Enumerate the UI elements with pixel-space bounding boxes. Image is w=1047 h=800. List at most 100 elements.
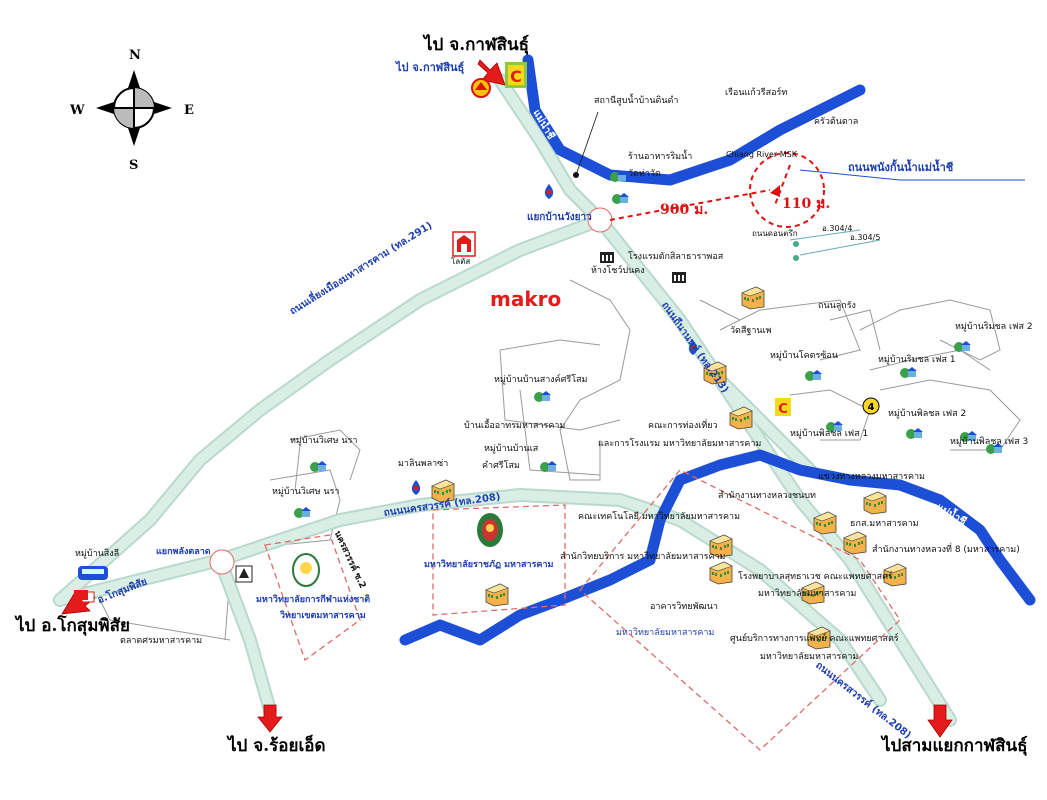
bus-icon	[78, 566, 108, 580]
building-icon	[882, 562, 908, 588]
temple-icon	[235, 565, 253, 583]
makro-logo: makro	[490, 287, 561, 311]
label-highway-district: แขวงทางหลวงมหาสารคาม	[818, 472, 925, 482]
label-tp304-5: อ.304/5	[850, 233, 881, 242]
label-philchon-1: หมู่บ้านพิลชล เฟส 1	[790, 429, 869, 439]
sports-uni-crest-icon	[292, 553, 320, 587]
building-icon	[842, 530, 868, 556]
village-icon	[310, 458, 330, 472]
building-icon	[708, 560, 734, 586]
svg-text:C: C	[778, 402, 788, 417]
tp-road2	[799, 239, 881, 256]
village-icon	[826, 418, 846, 432]
fuel-icon	[688, 340, 698, 355]
label-wat-khiew: วัดสีฐานเพ	[730, 326, 772, 336]
label-tourism: คณะการท่องเที่ยว	[648, 421, 718, 431]
label-tech-faculty: คณะเทคโนโลยี มหาวิทยาลัยมหาสารคาม	[578, 512, 741, 522]
label-msu: มหาวิทยาลัยมหาสารคาม	[616, 628, 715, 638]
direction-kalasin-junction: ไปสามแยกกาฬสินธุ์	[882, 736, 1028, 756]
tp-road	[789, 229, 861, 241]
building-icon	[812, 510, 838, 536]
svg-text:4: 4	[868, 402, 875, 413]
label-philchon-2: หมู่บ้านพิลชล เฟส 2	[888, 409, 967, 419]
label-wiset-2: หมู่บ้านวิเศษ นรา	[272, 487, 340, 497]
shell-logo	[471, 78, 491, 98]
label-krua: ครัวต้นตาล	[814, 117, 859, 127]
label-moo-ban-a: หมู่บ้านโคตรซ้อน	[770, 351, 838, 361]
label-riverside-restaurant: ร้านอาหารริมน้ำ	[628, 152, 693, 162]
block-outlines	[99, 279, 1021, 641]
village-icon	[960, 428, 980, 442]
lotus-icon	[452, 231, 476, 257]
building-icon	[430, 478, 456, 504]
building-icon	[806, 625, 832, 651]
label-store: ห้างโชว์ปนคง	[591, 266, 645, 276]
c-logo: C	[775, 398, 791, 417]
label-rimchon-1: หมู่บ้านริมชล เฟส 1	[878, 355, 956, 365]
village-icon	[294, 504, 314, 518]
label-rimchon-2: หมู่บ้านริมชล เฟส 2	[955, 322, 1033, 332]
label-singli-village: หมู่บ้านสิงลี	[75, 549, 120, 559]
label-malin-plaza: มาลินพลาซ่า	[398, 459, 449, 469]
rajabhat-crest-icon	[477, 513, 503, 547]
distance-lines	[609, 152, 825, 228]
compass-east: E	[184, 103, 194, 118]
label-market: ตลาดศรมหาสารคาม	[120, 636, 203, 646]
label-philchon-3: หมู่บ้านพิลชล เฟส 3	[950, 437, 1029, 447]
building-icon	[800, 580, 826, 606]
label-medical-service-2: มหาวิทยาลัยมหาสารคาม	[760, 652, 859, 662]
bank-icon	[672, 272, 686, 283]
building-icon	[484, 582, 510, 608]
fuel-icon	[544, 184, 554, 199]
village-icon	[610, 168, 630, 182]
distance-900: 900 ม.	[660, 202, 709, 218]
label-suddhavej-hospital: โรงพยาบาลสุทธาเวช คณะแพทยศาสตร์	[738, 572, 893, 582]
label-resort: เรือนแก้วรีสอร์ท	[725, 88, 788, 98]
levee-road	[799, 169, 1025, 181]
direction-kosum: ไป อ.โกสุมพิสัย	[16, 616, 130, 636]
village-icon	[534, 388, 554, 402]
village-icon	[986, 440, 1006, 454]
label-sports-university: มหาวิทยาลัยการกีฬาแห่งชาติ	[256, 595, 371, 605]
svg-text:C: C	[510, 67, 522, 86]
label-academic-services: สำนักวิทยบริการ มหาวิทยาลัยมหาสารคาม	[560, 552, 726, 562]
building-icon	[702, 360, 728, 386]
roundabout-kosum	[209, 549, 235, 575]
pin-marker	[793, 255, 799, 261]
label-chiang-river: Chiang River MSK	[726, 150, 797, 159]
label-rajabhat: มหาวิทยาลัยราชภัฏ มหาสารคาม	[424, 560, 554, 570]
village-icon	[954, 338, 974, 352]
village-icon	[540, 458, 560, 472]
label-tourism-2: และการโรงแรม มหาวิทยาลัยมหาสารคาม	[598, 439, 762, 449]
compass-west: W	[70, 103, 85, 118]
building-icon	[862, 490, 888, 516]
compass-south: S	[129, 158, 139, 173]
road-levee: ถนนพนังกั้นน้ำแม่น้ำชี	[848, 161, 954, 174]
c-logo: C	[505, 62, 527, 88]
label-sang-village: หมู่บ้านบ้านสางค์ศรีโสม	[494, 375, 588, 385]
label-baac: ธกส.มหาสารคาม	[850, 519, 919, 529]
bank-icon	[600, 252, 614, 263]
village-icon	[805, 367, 825, 381]
rivers	[399, 54, 1036, 646]
arrow-kalasin-jct	[927, 704, 953, 738]
direction-kalasin: ไป จ.กาฬสินธุ์	[424, 35, 529, 55]
label-wat: วัดท่าวัด	[628, 169, 661, 179]
resort-marker	[770, 185, 780, 197]
label-medical-service: ศูนย์บริการทางการแพทย์ คณะแพทยศาสตร์	[730, 634, 899, 644]
village-icon	[906, 425, 926, 439]
label-euathorn: บ้านเอื้ออาทรมหาสารคาม	[464, 421, 566, 431]
building-icon	[740, 285, 766, 311]
pin-marker	[793, 241, 799, 247]
label-dontan: ถนนดอนตรึก	[752, 229, 798, 238]
village-icon	[612, 190, 632, 204]
label-wiset-1: หมู่บ้านวิเศษ นรา	[290, 436, 358, 446]
label-tp304-4: อ.304/4	[822, 224, 853, 233]
number-4-badge: 4	[862, 397, 880, 415]
label-lotus: โลตัส	[451, 257, 471, 266]
roads	[53, 73, 957, 727]
village-icon	[900, 364, 920, 378]
label-highway-office-8: สำนักงานทางหลวงที่ 8 (มหาสารคาม)	[872, 545, 1020, 555]
label-pump-station: สถานีสูบน้ำบ้านดินดำ	[594, 96, 679, 106]
